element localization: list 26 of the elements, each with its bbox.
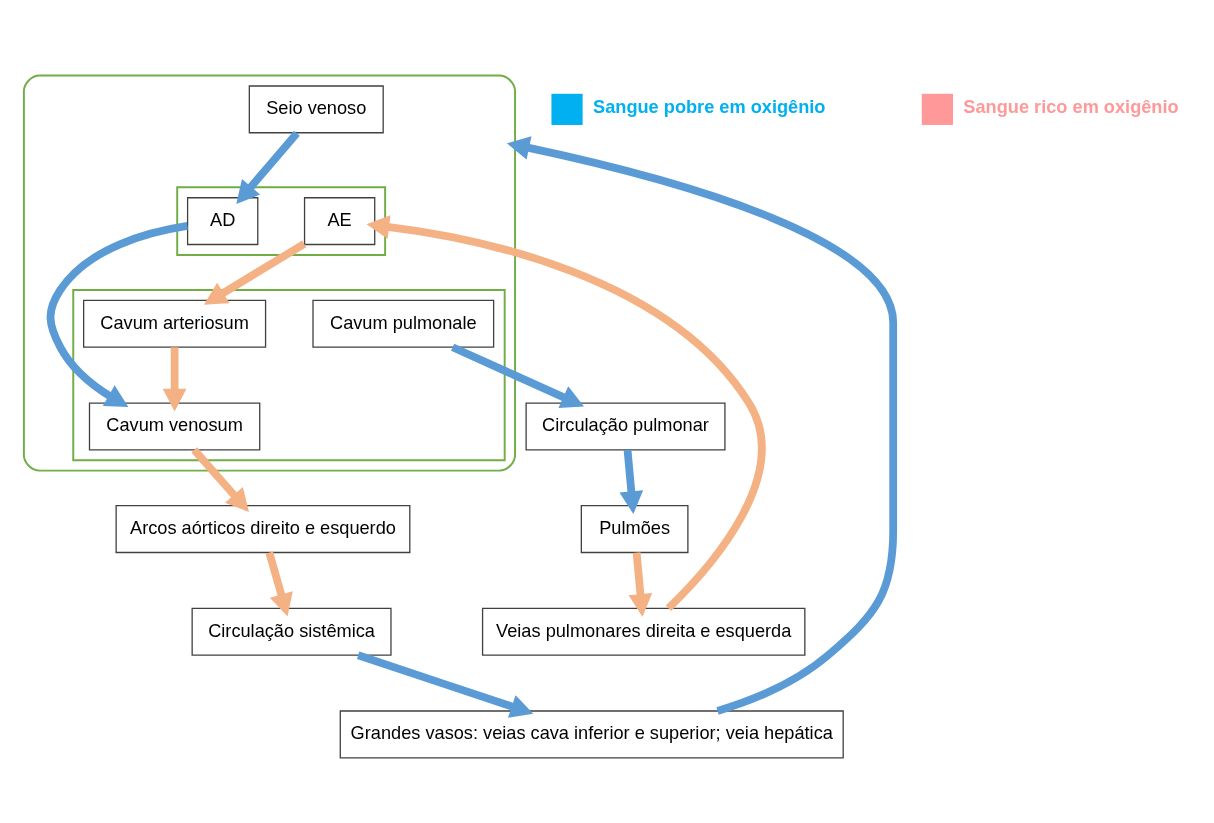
arrow bbox=[265, 551, 293, 617]
node-box: Cavum arteriosum bbox=[83, 299, 267, 348]
node-box: Seio venoso bbox=[248, 85, 384, 134]
node-box: Arcos aórticos direito e esquerdo bbox=[115, 505, 411, 554]
node-box: AE bbox=[303, 197, 376, 246]
node-box: AD bbox=[186, 197, 259, 246]
arrow bbox=[203, 240, 307, 305]
arrow bbox=[356, 651, 534, 718]
node-box: Cavum pulmonale bbox=[312, 299, 495, 348]
arrow bbox=[236, 130, 300, 204]
node-box: Grandes vasos: veias cava inferior e superior; veia hepática bbox=[339, 710, 844, 759]
arrow bbox=[191, 447, 249, 512]
legend-label: Sangue rico em oxigênio bbox=[963, 96, 1179, 117]
node-box: Pulmões bbox=[580, 505, 689, 554]
cluster bbox=[176, 186, 387, 256]
arrow bbox=[619, 449, 644, 514]
arrow bbox=[451, 343, 584, 408]
arrow bbox=[506, 136, 898, 715]
node-box: Circulação pulmonar bbox=[525, 402, 726, 451]
cluster bbox=[72, 289, 506, 462]
node-box: Veias pulmonares direita e esquerda bbox=[481, 607, 806, 656]
legend-label: Sangue pobre em oxigênio bbox=[593, 96, 826, 117]
cluster bbox=[22, 74, 517, 472]
arrow bbox=[366, 215, 766, 611]
node-box: Cavum venosum bbox=[88, 402, 261, 451]
node-box: Circulação sistêmica bbox=[191, 607, 392, 656]
